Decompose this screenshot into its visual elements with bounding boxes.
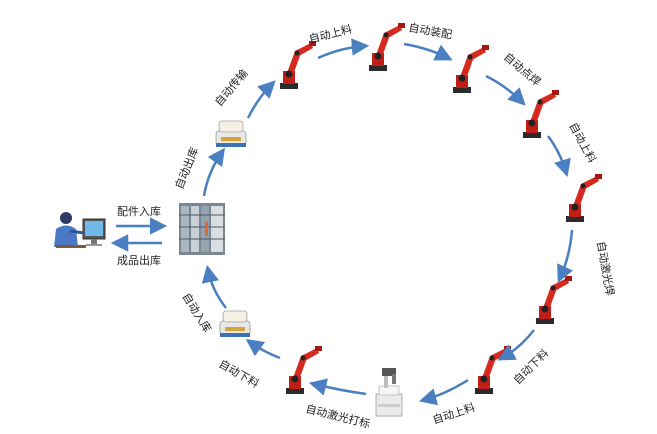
operator-icon — [54, 212, 106, 248]
flow-arrow — [308, 378, 367, 396]
robot-arm-icon — [536, 276, 572, 324]
step-label: 自动装配 — [407, 21, 453, 41]
robot-arm-icon — [475, 346, 511, 394]
step-label: 自动点焊 — [501, 50, 544, 89]
robot-arm-icon — [523, 90, 559, 138]
entry-label: 配件入库 — [117, 205, 161, 218]
robot-arm-icon — [286, 346, 322, 394]
robot-arm-icon — [280, 41, 316, 89]
exit-label: 成品出库 — [117, 253, 161, 267]
flow-arrow — [317, 38, 370, 60]
flow-arrow — [403, 42, 453, 61]
robot-arm-icon — [566, 174, 602, 222]
flow-arrow — [418, 378, 469, 406]
flow-arrow — [497, 329, 535, 361]
step-label: 自动入库 — [179, 291, 213, 335]
laser-marker-icon — [375, 368, 403, 417]
agv-icon — [215, 120, 247, 148]
flow-arrow — [485, 74, 526, 106]
robot-arm-icon — [453, 45, 489, 93]
step-label: 自动出库 — [172, 145, 201, 191]
flow-arrow — [202, 147, 226, 197]
flow-arrow — [201, 264, 227, 309]
step-label: 自动传输 — [212, 66, 251, 109]
step-label: 自动激光焊 — [594, 240, 617, 297]
warehouse-icon — [179, 203, 225, 255]
flow-arrow — [246, 80, 276, 119]
step-label: 自动上料 — [566, 120, 599, 165]
step-label: 自动上料 — [431, 400, 477, 427]
flow-arrows — [201, 38, 574, 406]
step-label: 自动激光打标 — [304, 401, 371, 431]
flow-arrow — [546, 135, 571, 178]
agv-icon — [219, 310, 251, 338]
robot-arm-icon — [369, 23, 405, 71]
step-label: 自动上料 — [307, 22, 353, 46]
step-label: 自动下料 — [510, 346, 551, 387]
step-label: 自动下料 — [217, 356, 262, 390]
flow-arrow — [557, 229, 574, 283]
flow-arrow — [245, 338, 281, 360]
